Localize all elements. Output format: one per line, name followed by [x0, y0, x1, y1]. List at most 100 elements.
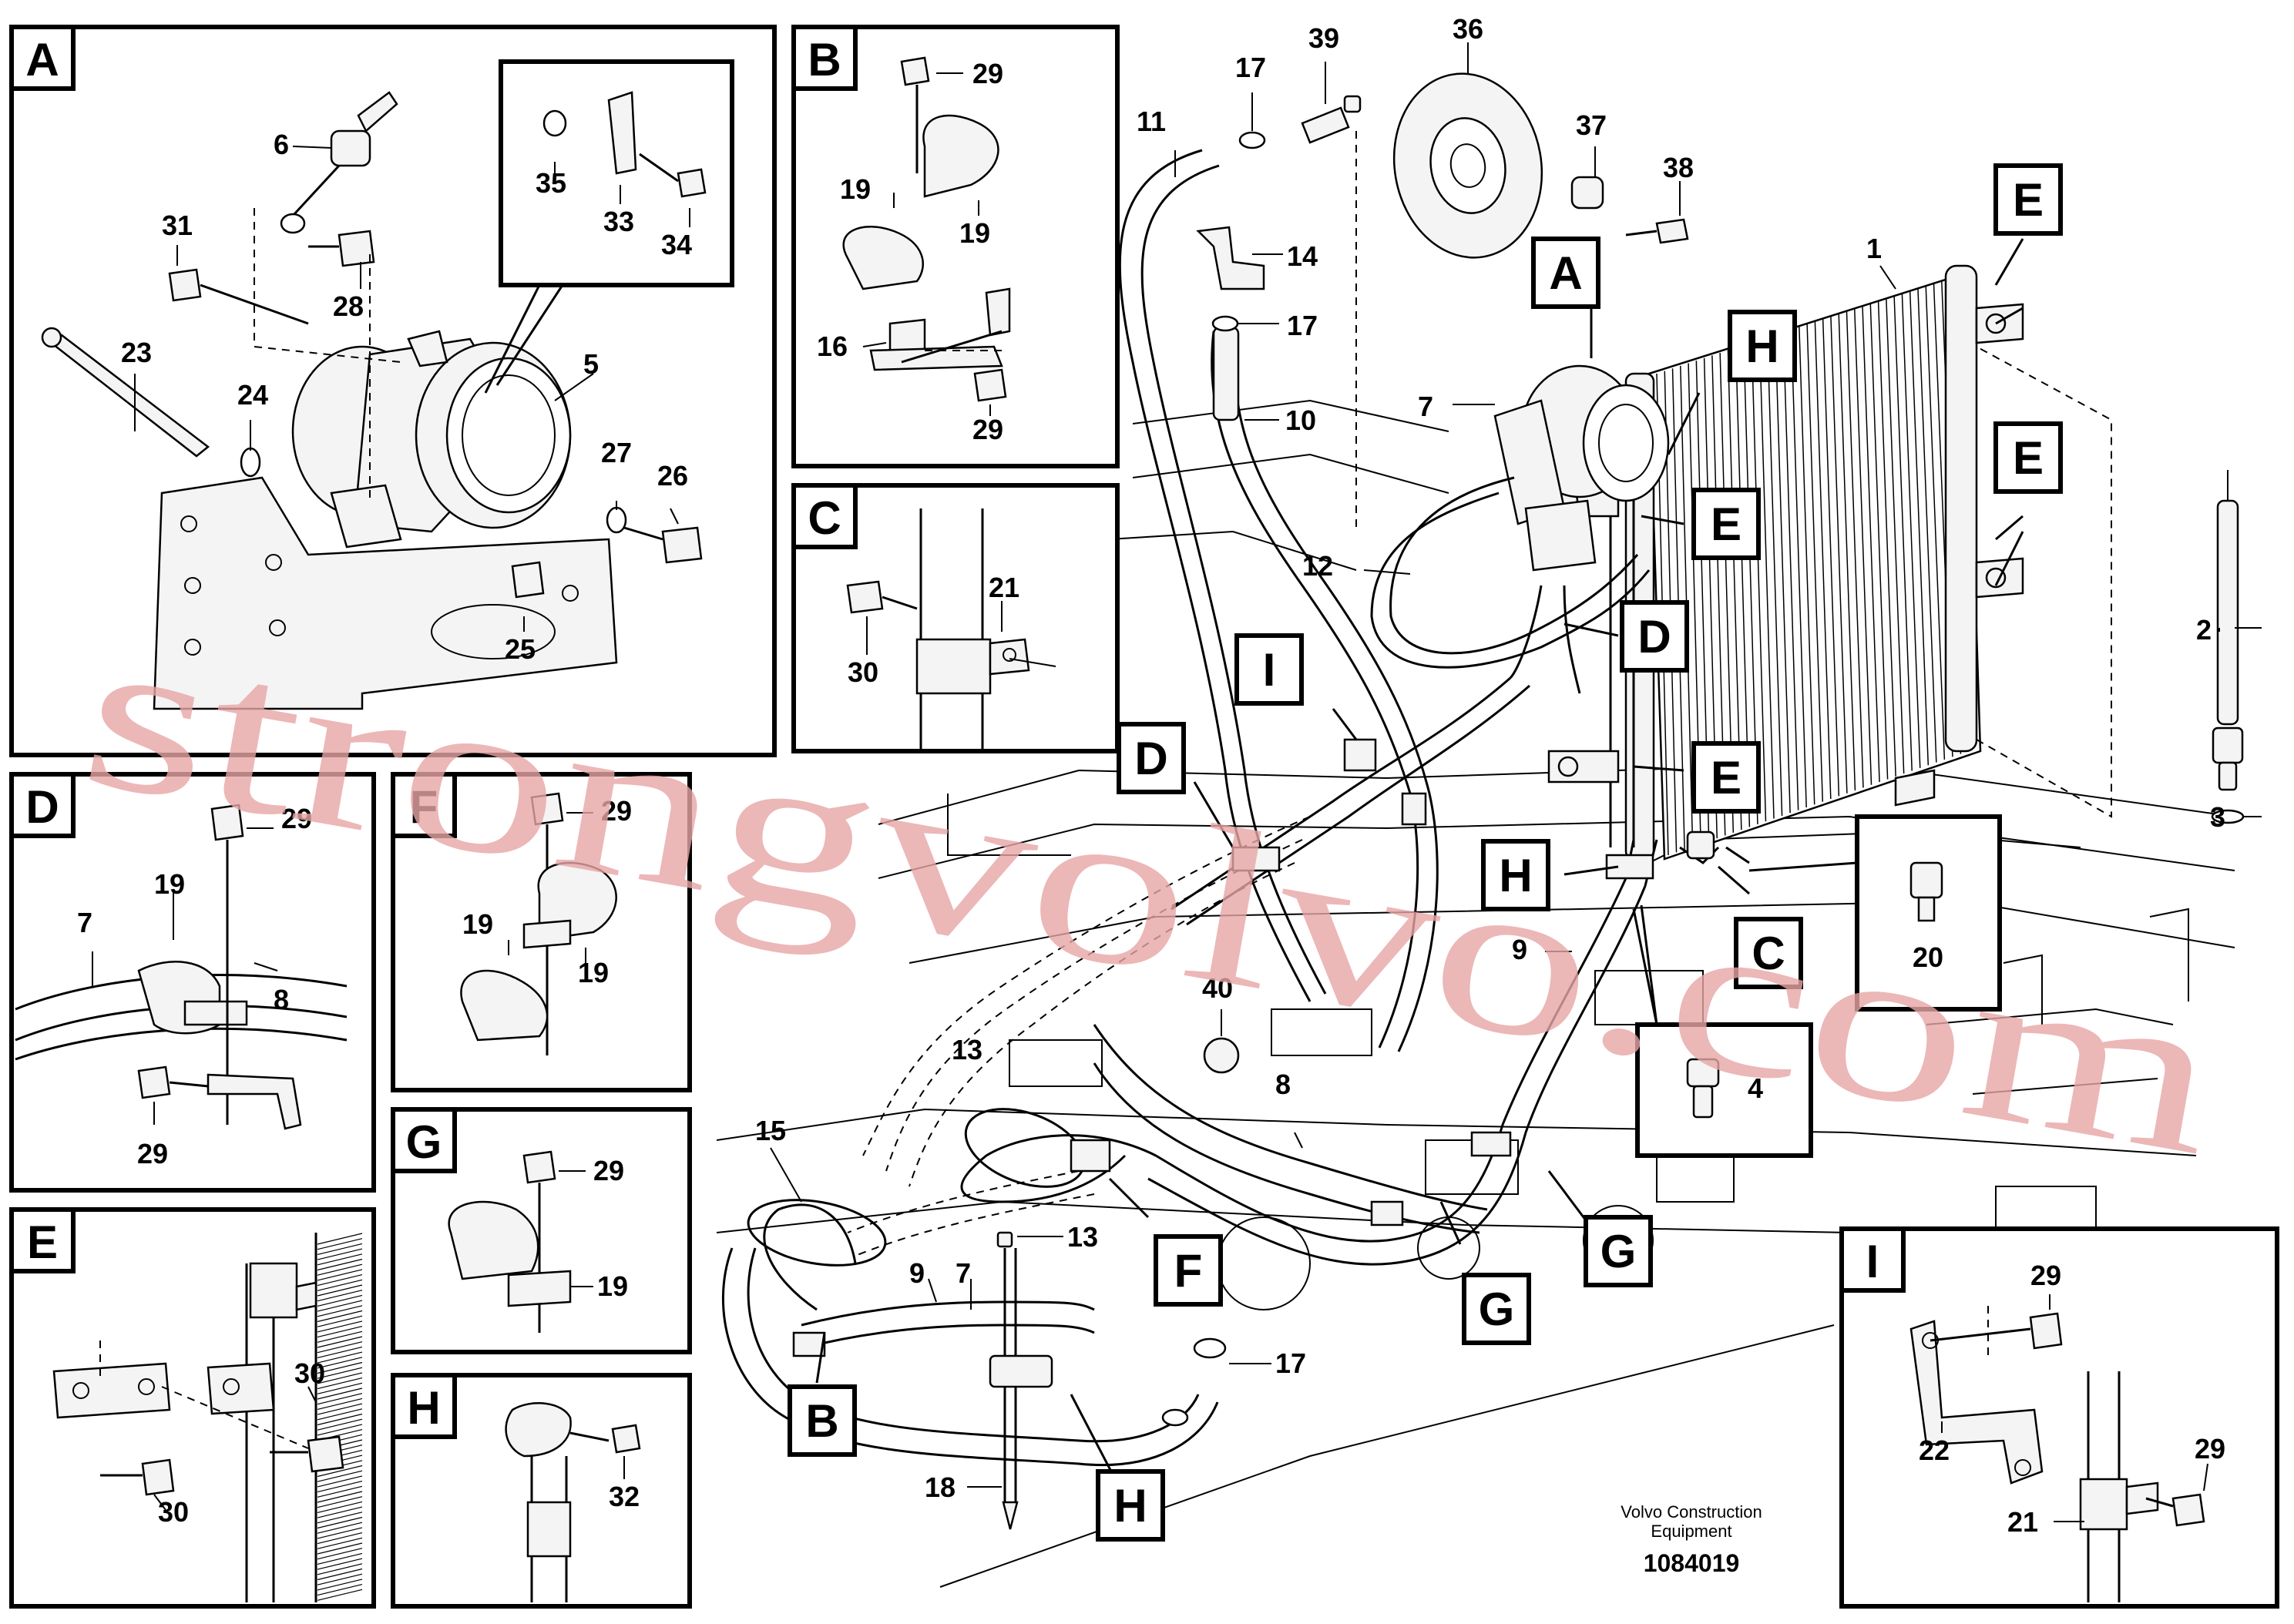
condenser-fin: [1893, 295, 1913, 771]
part-numbers-main: 11 17 39 36 37 38 14 17 10 1 7 12 2 3 20…: [755, 13, 2225, 1503]
panel-E-fin: [317, 1238, 363, 1250]
part-number: 17: [1235, 52, 1266, 83]
panel-E-fin: [317, 1552, 363, 1565]
panel-E-fin: [317, 1233, 363, 1245]
panel-E-fin: [317, 1579, 363, 1591]
condenser-fin: [1782, 331, 1799, 810]
condenser-fin: [1830, 316, 1848, 794]
panel-E-fin: [317, 1284, 363, 1297]
part-number: 21: [2007, 1506, 2038, 1538]
panel-E-fin: [317, 1548, 363, 1560]
panel-E-fin: [317, 1403, 363, 1415]
panel-C: C: [791, 483, 1120, 753]
condenser-fin: [1799, 327, 1815, 805]
part-numbers-I: 29 22 29 21: [1919, 1260, 2225, 1538]
panel-E-fin: [317, 1485, 363, 1498]
callout-E-left: E: [1711, 498, 1741, 550]
part-number: 15: [755, 1115, 786, 1146]
part-numbers-D: 29 19 7 8 29: [77, 803, 312, 1169]
part-number: 19: [462, 908, 493, 940]
panel-E-fin: [317, 1584, 363, 1596]
part-number: 12: [1302, 550, 1333, 582]
panel-E-fin: [317, 1279, 363, 1291]
part-number: 19: [597, 1270, 628, 1302]
part-number: 39: [1308, 22, 1339, 54]
part-numbers-C: 21 30: [848, 572, 1019, 688]
part-number: 16: [817, 331, 848, 362]
part-number: 10: [1285, 404, 1316, 436]
inset-sensor-4: [1635, 1022, 1813, 1158]
callout-G-right: G: [1600, 1226, 1637, 1277]
part-number: 29: [281, 803, 312, 834]
panel-G: G: [391, 1107, 692, 1354]
condenser-fin: [1901, 293, 1921, 768]
panel-E-fins: [317, 1233, 363, 1601]
callout-D-right: D: [1637, 611, 1671, 663]
part-number: 9: [909, 1257, 925, 1289]
panel-E-fin: [317, 1248, 363, 1260]
part-number: 29: [972, 58, 1003, 89]
callout-G-left: G: [1479, 1283, 1515, 1335]
part-number: 38: [1663, 152, 1694, 183]
panel-E-fin: [317, 1512, 363, 1524]
panel-label-F: F: [410, 781, 438, 833]
panel-E-fin: [317, 1382, 363, 1394]
part-number: 7: [1418, 391, 1433, 422]
part-number: 4: [1748, 1072, 1763, 1104]
drier-guide: [1976, 346, 2112, 818]
callout-E-mid: E: [2013, 432, 2044, 484]
panel-E-fin: [317, 1532, 363, 1545]
panel-E-fin: [317, 1558, 363, 1570]
panel-E-fin: [317, 1408, 363, 1421]
panel-E-fin: [317, 1475, 363, 1488]
panel-E-fin: [317, 1496, 363, 1508]
panel-E-fin: [317, 1418, 363, 1431]
part-number: 29: [593, 1155, 624, 1186]
panel-E-fin: [317, 1351, 363, 1364]
panel-E-fin: [317, 1563, 363, 1575]
part-number: 22: [1919, 1434, 1950, 1466]
callout-H-top: H: [1745, 320, 1778, 372]
panel-E-fin: [317, 1290, 363, 1302]
condenser-fin: [1751, 342, 1767, 822]
part-number: 34: [661, 229, 692, 260]
panel-E-fin: [317, 1367, 363, 1379]
panel-E-fin: [317, 1258, 363, 1271]
part-number: 32: [609, 1481, 640, 1512]
panel-E-fin: [317, 1516, 363, 1529]
inset-sensor-20: [1748, 814, 2002, 1012]
panel-E-fin: [317, 1336, 363, 1348]
panel-E-fin: [317, 1330, 363, 1343]
panel-E-fin: [317, 1470, 363, 1482]
part-number: 8: [1275, 1069, 1291, 1100]
main-fittings: [792, 72, 1720, 1530]
callout-D-left: D: [1134, 733, 1167, 784]
panel-E-fin: [317, 1573, 363, 1585]
part-number: 30: [158, 1496, 189, 1528]
panel-E-fin: [317, 1522, 363, 1534]
panel-label-G: G: [406, 1116, 442, 1168]
panel-A: A: [9, 25, 777, 757]
part-number: 17: [1287, 310, 1318, 341]
part-number: 29: [601, 795, 632, 827]
panel-E-fin: [317, 1357, 363, 1369]
part-number: 7: [77, 907, 92, 938]
callout-H-bottom: H: [1113, 1480, 1147, 1532]
part-number: 25: [505, 633, 536, 665]
panel-E-fin: [317, 1465, 363, 1478]
panel-E-fin: [317, 1387, 363, 1400]
part-number: 29: [137, 1138, 168, 1169]
callout-I: I: [1263, 644, 1276, 696]
panel-E-fin: [317, 1481, 363, 1493]
part-number: 8: [274, 984, 289, 1015]
part-numbers-H: 32: [609, 1481, 640, 1512]
condenser-fin: [1917, 287, 1937, 763]
condenser-fin: [1838, 314, 1856, 791]
condenser-fin: [1925, 285, 1946, 760]
panel-E-fin: [317, 1294, 363, 1307]
panel-E-fin: [317, 1398, 363, 1410]
panel-E-fin: [317, 1568, 363, 1581]
main-callouts: A H E E E E D I D H C F G G B H: [788, 163, 2063, 1542]
